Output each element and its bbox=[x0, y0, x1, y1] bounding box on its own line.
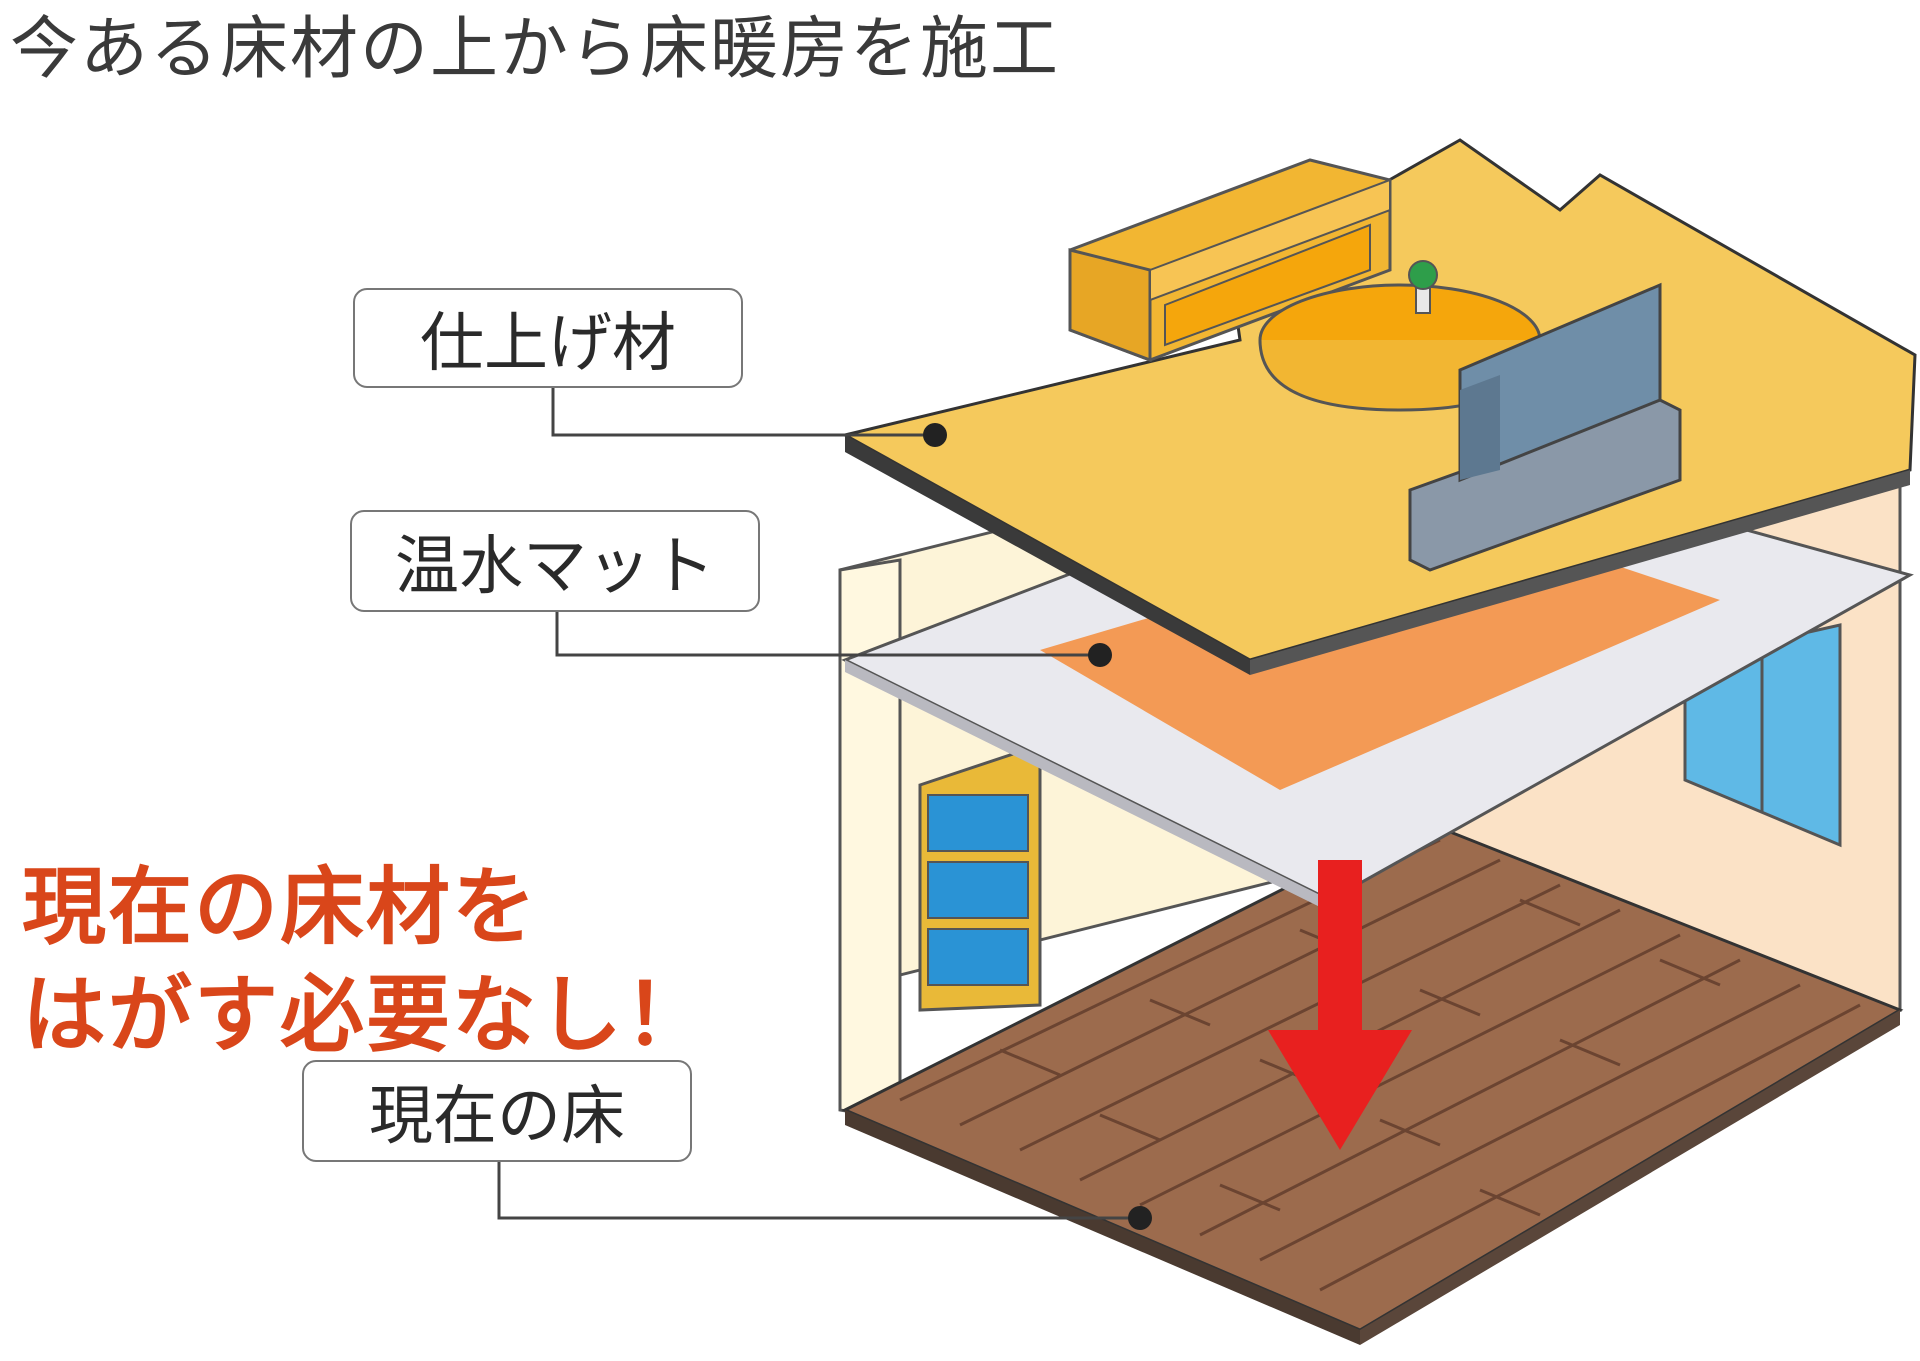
bookshelf bbox=[918, 742, 1042, 1012]
callout-existing-floor: 現在の床 bbox=[302, 1060, 692, 1162]
marker-floor bbox=[1128, 1206, 1152, 1230]
callout-hot-water-mat: 温水マット bbox=[350, 510, 760, 612]
marker-mat bbox=[1088, 643, 1112, 667]
slogan-line-1: 現在の床材を bbox=[22, 858, 539, 956]
leader-lines bbox=[497, 388, 1140, 1220]
slogan-line-2: はがす必要なし！ bbox=[22, 966, 711, 1064]
callout-finish-material: 仕上げ材 bbox=[353, 288, 743, 388]
marker-finish bbox=[923, 423, 947, 447]
tv bbox=[1408, 282, 1682, 572]
down-arrow bbox=[1268, 860, 1412, 1150]
sofa bbox=[1068, 158, 1392, 363]
page-title: 今ある床材の上から床暖房を施工 bbox=[10, 10, 1061, 89]
